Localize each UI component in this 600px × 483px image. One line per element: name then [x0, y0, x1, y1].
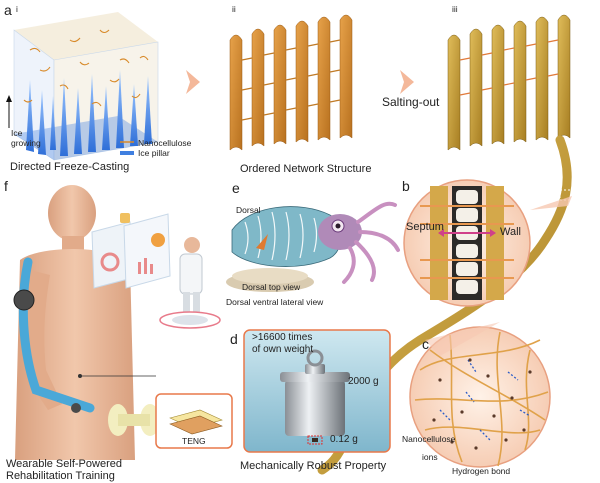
- panel-label-d: d: [230, 331, 238, 347]
- training-ui-panels: [91, 213, 171, 289]
- caption-directed-freeze-casting: Directed Freeze-Casting: [10, 161, 130, 173]
- legend-nanocellulose: Nanocellulose: [138, 138, 192, 148]
- dorsal-ventral-label: Dorsal ventral lateral view: [226, 297, 324, 307]
- nanocellulose-label: Nanocellulose: [402, 434, 456, 444]
- panel-label-c: c: [422, 336, 429, 352]
- panel-label-e: e: [232, 180, 240, 196]
- septum-wall-zoom: [403, 179, 572, 307]
- weight-demo-box: [243, 329, 391, 453]
- teng-label: TENG: [182, 436, 206, 446]
- caption-wearable-rehab: Wearable Self-Powered Rehabilitation Tra…: [6, 458, 122, 482]
- hydrogen-bond-label: Hydrogen bond: [452, 466, 511, 476]
- weight-2000g: 2000 g: [348, 376, 379, 387]
- human-figure: [13, 185, 160, 460]
- panel-label-a: a: [4, 2, 12, 18]
- freeze-cast-cube: [6, 12, 159, 161]
- cuttlefish-illustration: [226, 201, 400, 292]
- wall-label: Wall: [500, 226, 521, 238]
- weight-012g: 0.12 g: [330, 434, 358, 445]
- process-arrow-2: [400, 70, 414, 94]
- sub-label-ii: ii: [232, 4, 236, 14]
- caption-ordered-network: Ordered Network Structure: [240, 163, 372, 175]
- legend-ice-pillar: Ice pillar: [138, 148, 170, 158]
- salting-out-label: Salting-out: [382, 95, 440, 109]
- weight-claim: >16600 times of own weight: [252, 332, 314, 355]
- molecular-network-zoom: [409, 322, 551, 468]
- ice-growing-label: Ice growing: [11, 128, 41, 148]
- wearable-device: [18, 257, 95, 413]
- process-arrow-1: [186, 70, 200, 94]
- caption-mechanically-robust: Mechanically Robust Property: [240, 460, 387, 472]
- dorsal-top-view-label: Dorsal top view: [242, 282, 301, 292]
- ions-label: ions: [422, 452, 438, 462]
- panel-label-f: f: [4, 178, 8, 194]
- sub-label-i: i: [16, 4, 18, 14]
- teng-inset: [78, 374, 233, 449]
- panel-label-b: b: [402, 178, 410, 194]
- doctor-figure: [159, 237, 221, 329]
- ordered-network-structure: [229, 14, 353, 151]
- septum-label: Septum: [406, 221, 444, 233]
- sub-label-iii: iii: [452, 4, 458, 14]
- dorsal-label: Dorsal: [236, 205, 261, 215]
